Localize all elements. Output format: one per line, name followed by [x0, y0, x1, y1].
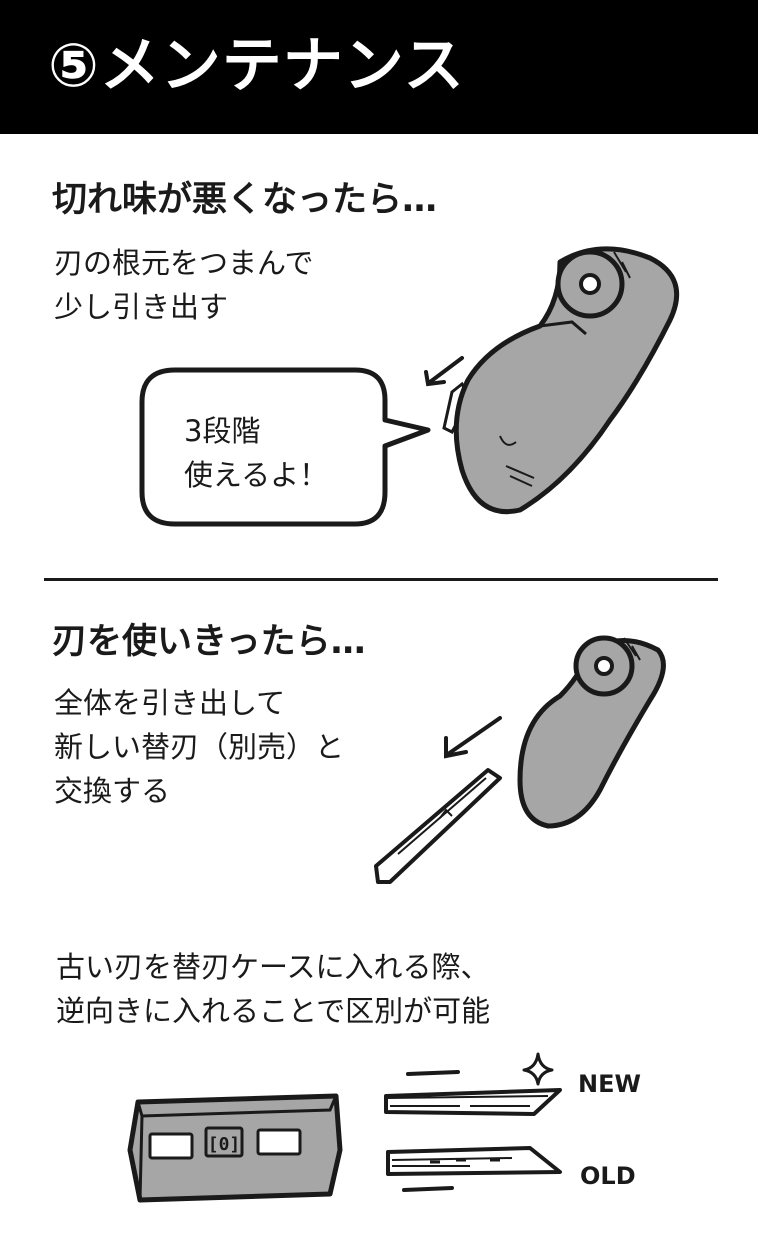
- section2-line-2: 新しい替刃（別売）と: [54, 730, 345, 764]
- section-divider: [44, 578, 718, 581]
- speech-bubble: [139, 367, 431, 527]
- blade-case-illustration: [0]: [127, 1093, 343, 1203]
- cutter-illustration-1: [424, 246, 680, 515]
- svg-text:[0]: [0]: [208, 1134, 241, 1155]
- bubble-line-1: 3段階: [184, 414, 261, 448]
- cutter-illustration-2: [374, 635, 666, 884]
- section2-line-3: 交換する: [54, 774, 171, 808]
- page-title: ⑤メンテナンス: [48, 31, 465, 101]
- section1-line-1: 刃の根元をつまんで: [54, 246, 314, 280]
- bubble-line-2: 使えるよ！: [184, 458, 329, 492]
- section2-line-1: 全体を引き出して: [54, 686, 286, 720]
- label-new: NEW: [578, 1070, 641, 1098]
- section3-line-2: 逆向きに入れることで区別が可能: [56, 994, 491, 1028]
- new-old-blades-illustration: NEW OLD: [384, 1052, 641, 1192]
- section3-line-1: 古い刃を替刃ケースに入れる際、: [56, 950, 490, 984]
- header-bar: ⑤メンテナンス: [0, 0, 758, 134]
- label-old: OLD: [580, 1162, 636, 1190]
- section1-heading: 切れ味が悪くなったら…: [52, 180, 438, 220]
- section1-line-2: 少し引き出す: [54, 290, 229, 324]
- section2-heading: 刃を使いきったら…: [52, 622, 366, 662]
